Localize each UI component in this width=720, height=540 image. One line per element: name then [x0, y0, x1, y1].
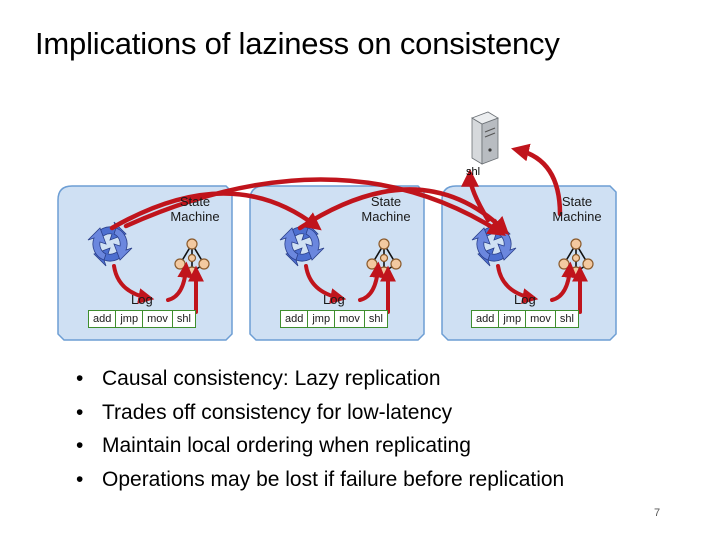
- log-entries-2: add jmp mov shl: [280, 310, 388, 328]
- log-entry: shl: [364, 311, 387, 327]
- slide-title: Implications of laziness on consistency: [35, 26, 560, 61]
- log-entry: add: [472, 311, 500, 327]
- log-entry: add: [281, 311, 309, 327]
- log-entry: jmp: [308, 311, 336, 327]
- bullet-list: Causal consistency: Lazy replication Tra…: [72, 362, 564, 496]
- log-entry: mov: [143, 311, 173, 327]
- log-label-2: Log: [323, 292, 345, 307]
- log-entry: add: [89, 311, 117, 327]
- bullet-item: Causal consistency: Lazy replication: [72, 362, 564, 396]
- log-entries-1: add jmp mov shl: [88, 310, 196, 328]
- bullet-item: Trades off consistency for low-latency: [72, 396, 564, 430]
- local-arrows: [112, 261, 588, 314]
- server-label: shl: [465, 166, 481, 178]
- log-entries-3: add jmp mov shl: [471, 310, 579, 328]
- log-entry: jmp: [116, 311, 144, 327]
- state-machine-label-2: State Machine: [361, 194, 411, 224]
- state-machine-label-3: State Machine: [552, 194, 602, 224]
- log-entry: mov: [526, 311, 556, 327]
- state-machine-label-1: State Machine: [170, 194, 220, 224]
- log-label-3: Log: [514, 292, 536, 307]
- log-entry: shl: [555, 311, 578, 327]
- log-entry: mov: [335, 311, 365, 327]
- log-entry: shl: [172, 311, 195, 327]
- log-entry: jmp: [499, 311, 527, 327]
- page-number: 7: [654, 507, 661, 519]
- log-label-1: Log: [131, 292, 153, 307]
- server-icon: [471, 111, 499, 165]
- bullet-item: Operations may be lost if failure before…: [72, 463, 564, 497]
- bullet-item: Maintain local ordering when replicating: [72, 429, 564, 463]
- replication-arrows: [109, 143, 563, 236]
- replica-panel-1: [57, 185, 233, 341]
